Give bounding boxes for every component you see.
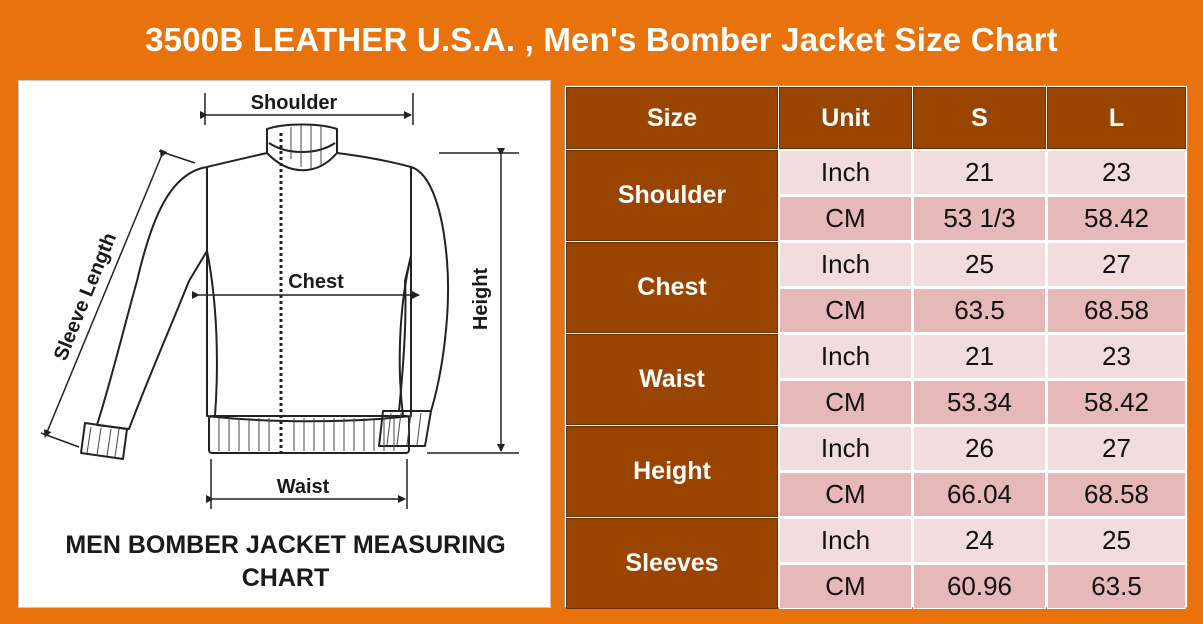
unit-cell: Inch — [779, 150, 912, 195]
measure-waist: Waist — [566, 334, 778, 425]
table-row: CM 66.04 68.58 — [566, 472, 1186, 517]
table-row: Chest Inch 25 27 — [566, 242, 1186, 333]
caption-line-2: CHART — [241, 564, 330, 592]
unit-cell: Inch — [779, 426, 912, 471]
value-cell: 25 — [1047, 518, 1186, 563]
value-cell: 53.34 — [913, 380, 1046, 425]
table-row: CM 60.96 63.5 — [566, 564, 1186, 609]
waist-label: Waist — [277, 476, 330, 498]
value-cell: 26 — [913, 426, 1046, 471]
measure-sleeves: Sleeves — [566, 518, 778, 609]
right-sleeve — [398, 166, 450, 412]
value-cell: 68.58 — [1047, 472, 1186, 517]
table-row: Waist Inch 21 23 — [566, 334, 1186, 425]
table-row: Sleeves Inch 24 25 — [566, 518, 1186, 609]
value-cell: 60.96 — [913, 564, 1046, 609]
value-cell: 68.58 — [1047, 288, 1186, 333]
value-cell: 63.5 — [1047, 564, 1186, 609]
value-cell: 25 — [913, 242, 1046, 287]
table-row: CM 53.34 58.42 — [566, 380, 1186, 425]
header-size: Size — [566, 87, 778, 149]
value-cell: 53 1/3 — [913, 196, 1046, 241]
value-cell: 27 — [1047, 426, 1186, 471]
value-cell: 66.04 — [913, 472, 1046, 517]
table-header-row: Size Unit S L — [566, 87, 1186, 149]
height-label: Height — [470, 268, 492, 331]
table-row: CM 53 1/3 58.42 — [566, 196, 1186, 241]
waistband — [208, 415, 410, 454]
header-l: L — [1047, 87, 1186, 149]
header-s: S — [913, 87, 1046, 149]
page-title: 3500B LEATHER U.S.A. , Men's Bomber Jack… — [145, 21, 1058, 58]
measure-height: Height — [566, 426, 778, 517]
caption-line-1: MEN BOMBER JACKET MEASURING — [65, 531, 506, 559]
table-row: Height Inch 26 27 — [566, 426, 1186, 517]
jacket-body-outline — [206, 152, 412, 423]
size-table: Size Unit S L Shoulder Inch 21 23 CM 53 … — [565, 86, 1187, 610]
measure-chest: Chest — [566, 242, 778, 333]
value-cell: 63.5 — [913, 288, 1046, 333]
sleeve-measure-line — [43, 149, 168, 438]
value-cell: 23 — [1047, 150, 1186, 195]
sleeve-length-label: Sleeve Length — [50, 230, 121, 364]
unit-cell: Inch — [779, 518, 912, 563]
value-cell: 27 — [1047, 242, 1186, 287]
value-cell: 21 — [913, 150, 1046, 195]
unit-cell: CM — [779, 380, 912, 425]
left-sleeve — [96, 166, 208, 430]
table-row: CM 63.5 68.58 — [566, 288, 1186, 333]
value-cell: 58.42 — [1047, 196, 1186, 241]
table-row: Shoulder Inch 21 23 — [566, 150, 1186, 241]
diagram-caption: MEN BOMBER JACKET MEASURING CHART — [19, 529, 552, 595]
jacket-illustration: Shoulder Chest Waist Height Sleeve Lengt… — [40, 92, 519, 509]
unit-cell: CM — [779, 288, 912, 333]
header-unit: Unit — [779, 87, 912, 149]
value-cell: 21 — [913, 334, 1046, 379]
unit-cell: CM — [779, 196, 912, 241]
size-table-panel: Size Unit S L Shoulder Inch 21 23 CM 53 … — [564, 85, 1188, 610]
unit-cell: Inch — [779, 334, 912, 379]
unit-cell: Inch — [779, 242, 912, 287]
measure-shoulder: Shoulder — [566, 150, 778, 241]
value-cell: 23 — [1047, 334, 1186, 379]
unit-cell: CM — [779, 472, 912, 517]
unit-cell: CM — [779, 564, 912, 609]
chest-label: Chest — [288, 271, 344, 293]
value-cell: 24 — [913, 518, 1046, 563]
jacket-diagram-panel: Shoulder Chest Waist Height Sleeve Lengt… — [18, 80, 551, 608]
shoulder-label: Shoulder — [251, 92, 338, 114]
value-cell: 58.42 — [1047, 380, 1186, 425]
